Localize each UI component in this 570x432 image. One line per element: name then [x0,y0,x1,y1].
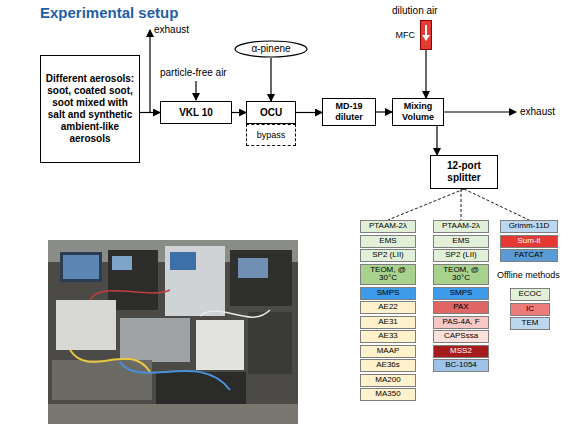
node-text: SP2 (LII) [445,251,477,260]
exhaust-arrow [444,111,516,112]
connector [425,50,426,98]
connector [140,112,160,113]
connector [376,111,392,112]
bypass-box: bypass [246,124,296,146]
process-box: MD-19 diluter [322,98,376,126]
instrument-box: IC [510,303,550,316]
instrument-box: Sum-it [500,235,558,248]
node-text: PAS-4A, F [442,318,479,327]
instrument-box: SMPS [433,287,489,300]
node-text: Sum-it [517,237,540,246]
instrument-box: MSS2 [433,345,489,358]
node-text: Grimm-11D [509,222,550,231]
connector [436,126,437,155]
process-box: Mixing Volume [392,98,444,126]
node-text: SMPS [450,289,473,298]
instrument-box: EMS [360,235,416,248]
process-box: VKL 10 [160,101,232,124]
node-text: IC [526,305,534,314]
instrument-box: SP2 (LII) [433,249,489,262]
node-text: TEOM, @ 30°C [363,266,413,284]
node-text: bypass [257,130,286,141]
instrument-box: PAS-4A, F [433,316,489,329]
instrument-box: AE22 [360,301,416,314]
node-text: MSS2 [450,347,472,356]
node-text: PAX [453,303,468,312]
title: Experimental setup [40,4,178,21]
node-text: VKL 10 [179,107,213,119]
instrument-box: AE33 [360,330,416,343]
node-text: PTAAM-2λ [369,222,407,231]
node-text: MA350 [375,390,400,399]
node-text: FATCAT [514,251,543,260]
node-text: SMPS [377,289,400,298]
lab-photo [48,240,298,424]
node-text: PTAAM-2λ [442,222,480,231]
reagent-ellipse: α-pinene [234,40,308,58]
process-box: OCU [246,101,296,124]
splitter-box: 12-port splitter [430,155,498,189]
instrument-box: AE31 [360,316,416,329]
instrument-box: PAX [433,301,489,314]
instrument-box: MA200 [360,374,416,387]
connector [232,112,246,113]
connector [270,58,271,101]
instrument-box: MAAP [360,345,416,358]
annotation-label: exhaust [154,24,189,35]
node-text: AE36s [376,361,400,370]
node-text: ECOC [518,290,541,299]
node-text: MD-19 diluter [326,101,372,123]
annotation-label: Offline methods [497,270,560,280]
node-text: SP2 (LII) [372,251,404,260]
valve-arrow-shape [422,25,430,41]
node-text: Mixing Volume [396,101,440,123]
node-text: 12-port splitter [434,160,494,184]
instrument-box: SP2 (LII) [360,249,416,262]
instrument-box: Grimm-11D [500,220,558,233]
instrument-box: SMPS [360,287,416,300]
node-text: OCU [260,107,282,119]
node-text: BC-1054 [445,361,477,370]
node-text: AE31 [378,318,398,327]
node-text: AE22 [378,303,398,312]
connector [464,189,529,220]
instrument-box: TEOM, @ 30°C [433,264,489,286]
node-text: MA200 [375,376,400,385]
instrument-box: PTAAM-2λ [433,220,489,233]
instrument-box: FATCAT [500,249,558,262]
node-text: AE33 [378,332,398,341]
annotation-label: particle-free air [160,67,227,78]
annotation-label: dilution air [392,5,438,16]
connector [296,112,322,113]
controller-label: MFC [396,30,416,41]
instrument-box: TEOM, @ 30°C [360,264,416,286]
instrument-box: ECOC [510,288,550,301]
flow-controller: MFC [420,20,432,50]
valve-arrow [421,21,431,49]
instrument-box: CAPSssa [433,330,489,343]
node-text: EMS [379,237,396,246]
ellipse-shape [235,41,307,57]
annotation-label: exhaust [520,106,555,117]
instrument-box: PTAAM-2λ [360,220,416,233]
node-text: Different aerosols: soot, coated soot, s… [44,73,136,145]
node-text: TEM [522,319,539,328]
air-arrow [195,81,196,100]
node-text: EMS [452,237,469,246]
instrument-box: EMS [433,235,489,248]
node-text: TEOM, @ 30°C [436,266,486,284]
node-text: CAPSssa [444,332,478,341]
source-box: Different aerosols: soot, coated soot, s… [40,55,140,163]
node-text: α-pinene [251,43,290,55]
instrument-box: MA350 [360,388,416,401]
node-text: MAAP [377,347,400,356]
instrument-box: TEM [510,317,550,330]
connector [461,189,462,220]
instrument-box: BC-1054 [433,359,489,372]
instrument-box: AE36s [360,359,416,372]
connector [388,189,464,220]
exhaust-arrow [149,30,150,112]
